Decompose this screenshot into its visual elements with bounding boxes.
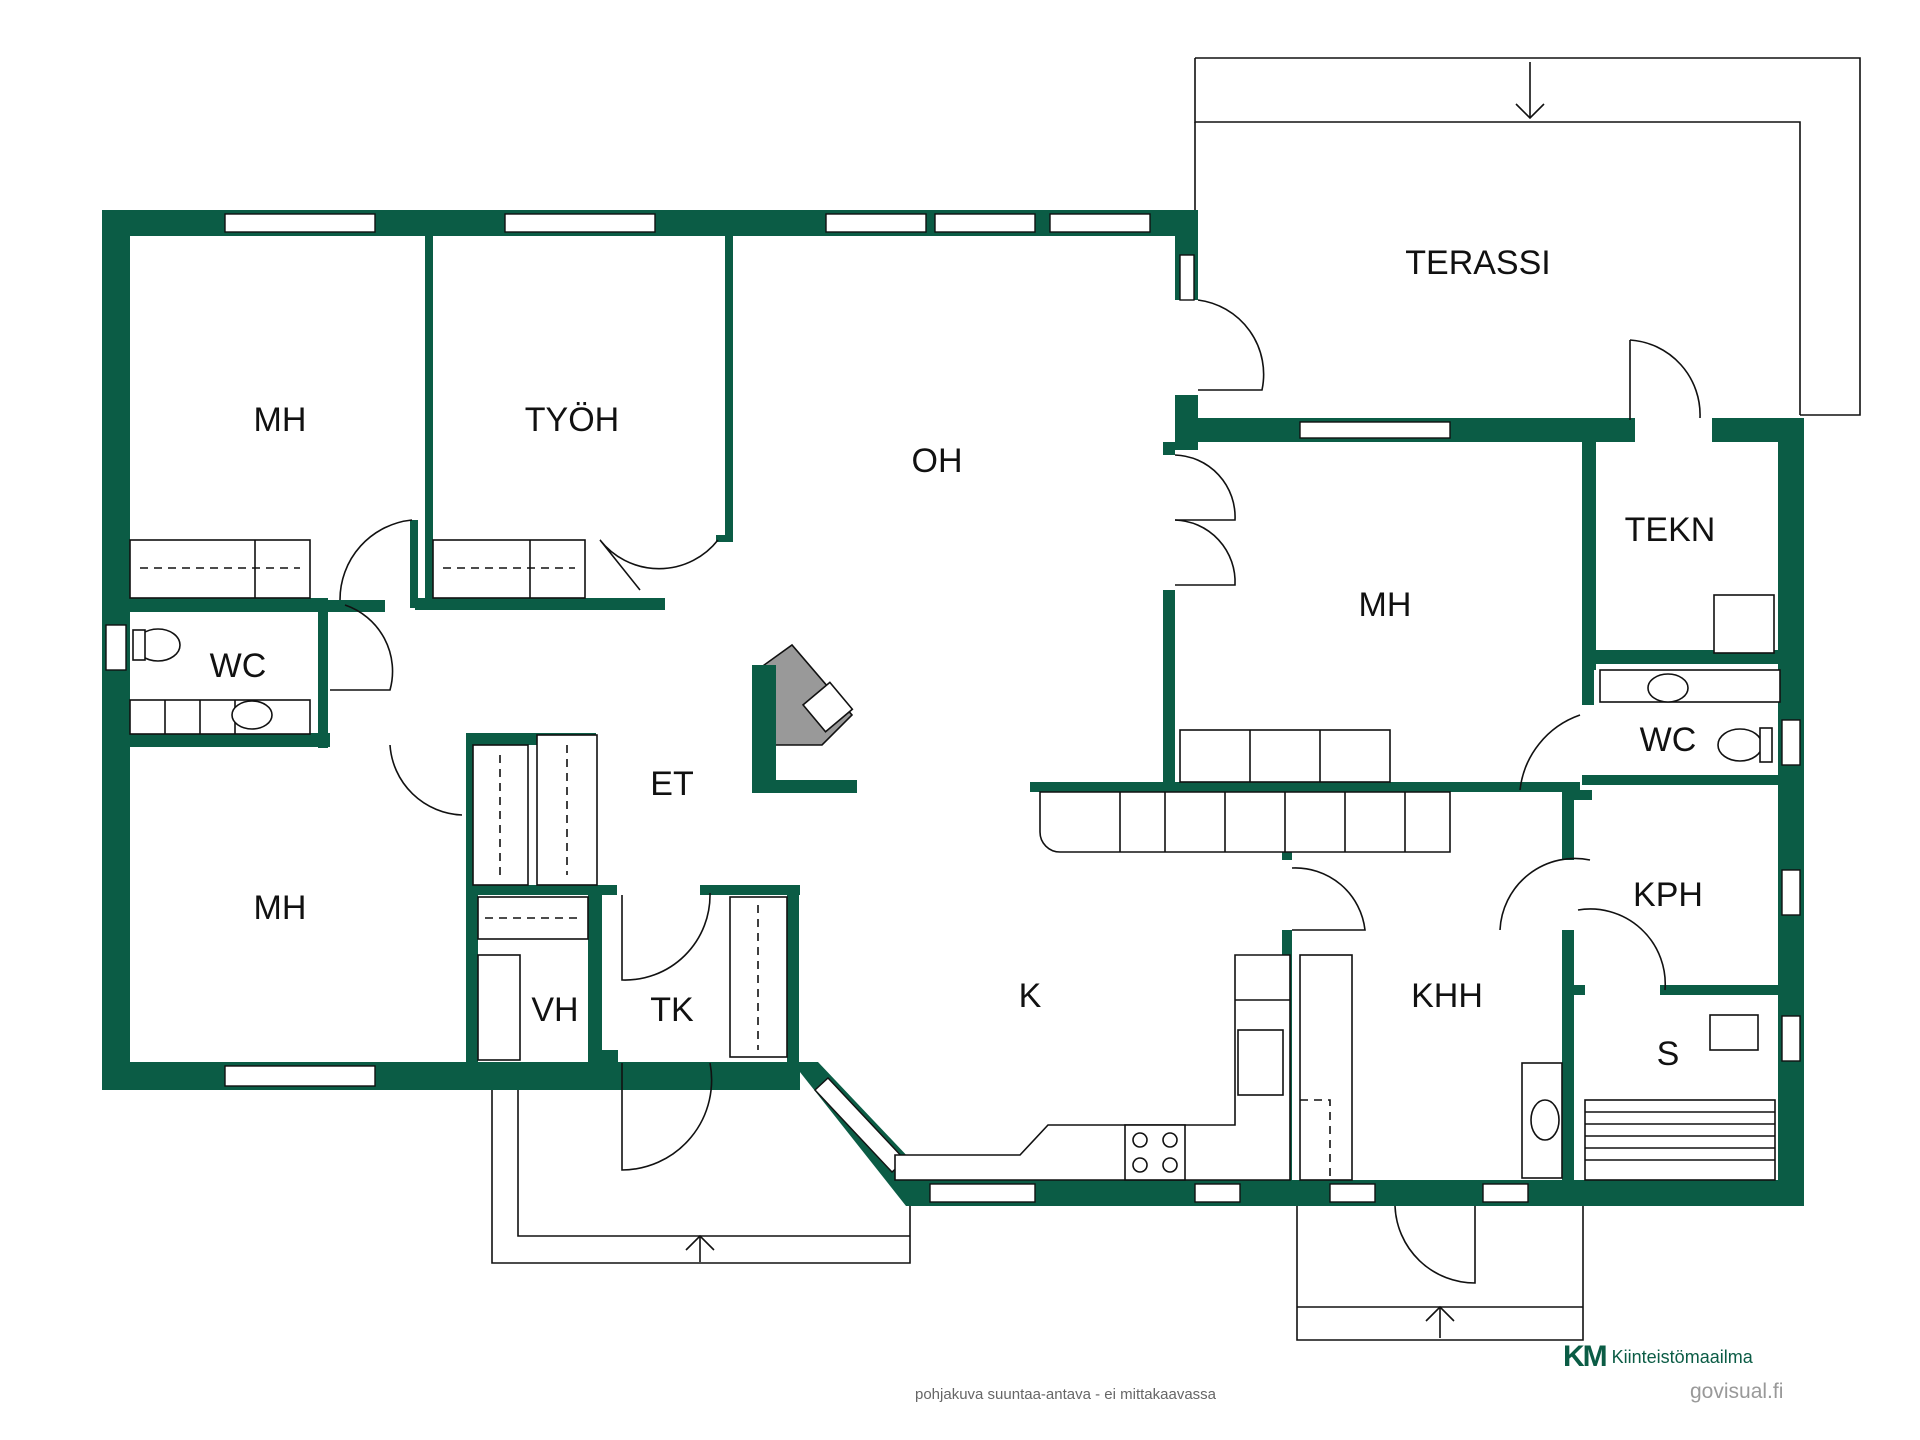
room-label-mh2: MH — [1359, 586, 1412, 624]
credit-text: govisual.fi — [1690, 1380, 1784, 1403]
room-label-kph: KPH — [1633, 876, 1703, 914]
room-label-wc1: WC — [210, 647, 267, 685]
rear-entry-outline — [1296, 1200, 1584, 1341]
room-label-wc2: WC — [1640, 721, 1697, 759]
room-label-tekn: TEKN — [1625, 511, 1716, 549]
room-label-s: S — [1657, 1035, 1680, 1073]
room-label-terassi: TERASSI — [1405, 244, 1550, 282]
room-label-mh1: MH — [254, 401, 307, 439]
interior-walls — [130, 232, 1782, 1195]
room-label-oh: OH — [912, 442, 963, 480]
exterior-walls — [102, 210, 1804, 1206]
brand-name: Kiinteistömaailma — [1611, 1346, 1753, 1367]
front-entry-outline — [491, 1085, 911, 1264]
room-label-et: ET — [650, 765, 693, 803]
room-label-tk: TK — [650, 991, 694, 1029]
fixtures — [129, 539, 1781, 1181]
brand-mark: KM — [1563, 1340, 1608, 1373]
room-label-khh: KHH — [1411, 977, 1483, 1015]
terrace-outline — [1194, 57, 1861, 416]
room-label-tyoh: TYÖH — [525, 401, 619, 439]
room-label-mh3: MH — [254, 889, 307, 927]
disclaimer-text: pohjakuva suuntaa-antava - ei mittakaava… — [915, 1386, 1217, 1403]
room-label-k: K — [1019, 977, 1042, 1015]
doors — [330, 299, 1701, 1284]
room-label-vh: VH — [531, 991, 578, 1029]
brand-logo: KM Kiinteistömaailma — [1563, 1340, 1753, 1374]
windows — [105, 213, 1801, 1203]
